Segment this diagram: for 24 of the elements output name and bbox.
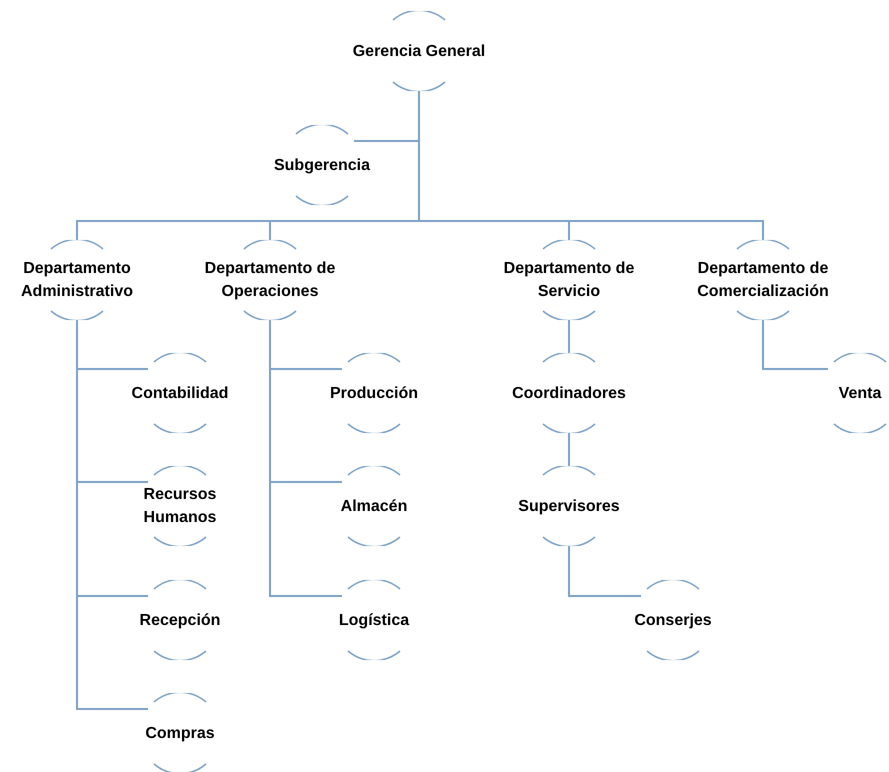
connector-line <box>568 433 570 466</box>
unit-name: Venta <box>838 384 882 404</box>
connector-line <box>762 320 828 370</box>
unit-name: Departamento Administrativo <box>20 259 134 302</box>
unit-name: Recepción <box>140 610 220 630</box>
unit-name: Supervisores <box>518 496 620 516</box>
connector-line <box>418 91 764 240</box>
connector-line <box>269 320 342 597</box>
unit-name: Logística <box>338 610 410 630</box>
connector-line <box>568 320 570 353</box>
unit-name: Gerencia General <box>352 42 486 62</box>
unit-name: Almacén <box>340 496 408 516</box>
connector-line <box>568 546 641 597</box>
unit-name: Departamento de Servicio <box>502 259 636 302</box>
unit-name: Departamento de Operaciones <box>204 259 336 302</box>
unit-name: Coordinadores <box>512 384 626 404</box>
unit-name: Departamento de Comercialización <box>696 259 830 302</box>
unit-name: Contabilidad <box>132 384 228 404</box>
unit-name: Producción <box>330 384 418 404</box>
unit-name: Compras <box>145 724 215 744</box>
unit-name: Subgerencia <box>274 156 370 176</box>
unit-name: Conserjes <box>634 610 712 630</box>
connector-line <box>76 320 148 710</box>
unit-name: Recursos Humanos <box>142 485 218 528</box>
